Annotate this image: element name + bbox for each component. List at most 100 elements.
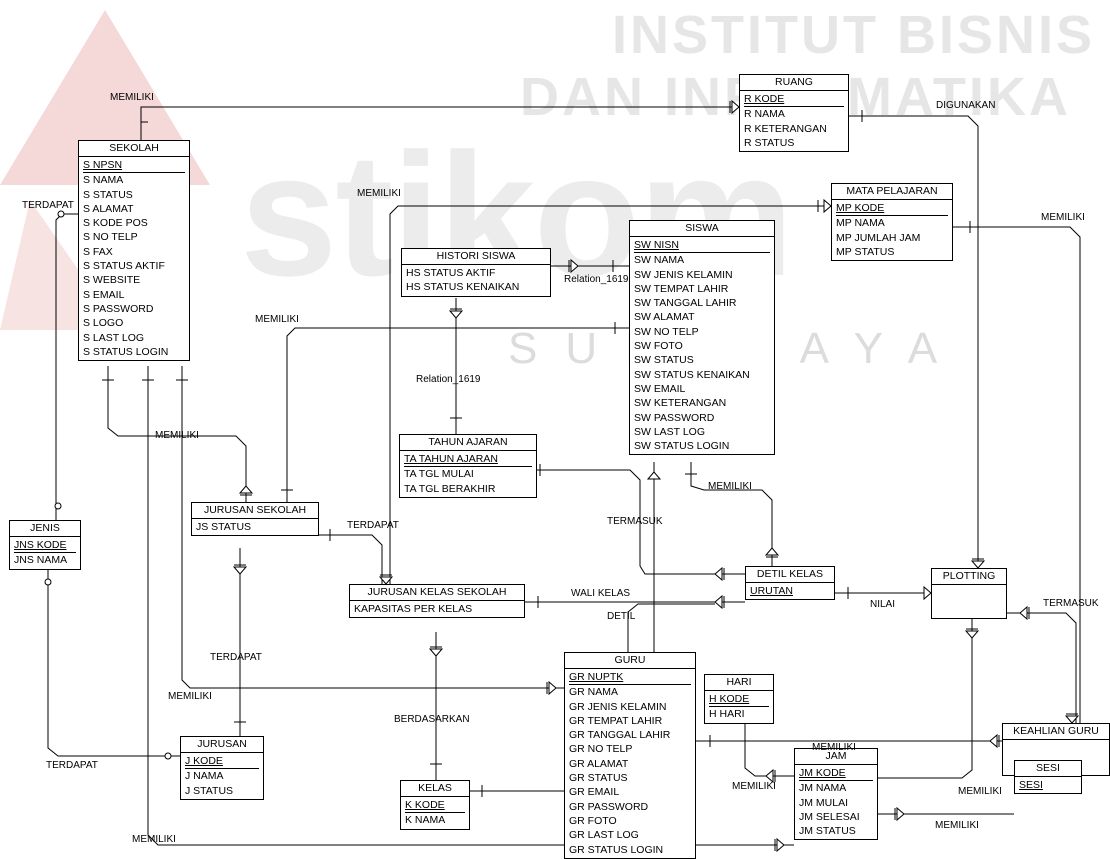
entity-plotting[interactable]: PLOTTING (931, 568, 1007, 619)
label-nilai: NILAI (870, 599, 896, 610)
attribute: R NAMA (744, 108, 785, 121)
cardinality-arrow (923, 585, 932, 601)
cardinality-arrow (764, 547, 780, 556)
attribute: SW STATUS (634, 354, 694, 367)
relationship-line (951, 226, 1081, 723)
attribute: GR STATUS (569, 772, 628, 785)
label-relation: Relation_1619 (416, 374, 481, 385)
label-termasuk: TERMASUK (1043, 598, 1099, 609)
optional-circle (44, 578, 52, 586)
entity-title: MATA PELAJARAN (832, 184, 952, 200)
attribute: J STATUS (185, 784, 234, 797)
attribute: MP NAMA (836, 217, 885, 230)
relationship-line (107, 366, 247, 502)
label-relation: Relation_1619 (564, 274, 629, 285)
label-terdapat: TERDAPAT (210, 652, 262, 663)
relationship-line (535, 469, 745, 575)
attribute: SW LAST LOG (634, 425, 705, 438)
cardinality-arrow (765, 768, 774, 784)
cardinality-arrow (1019, 605, 1028, 621)
label-digunakan: DIGUNAKAN (936, 100, 996, 111)
label-memiliki: MEMILIKI (812, 742, 856, 753)
attribute: JM STATUS (799, 825, 856, 838)
attribute: GR FOTO (569, 814, 617, 827)
attribute: SW EMAIL (634, 382, 686, 395)
relationship-line (140, 106, 739, 140)
label-memiliki: MEMILIKI (255, 314, 299, 325)
cardinality-arrow (776, 837, 785, 853)
attribute: GR NO TELP (569, 743, 633, 756)
cardinality-arrow (232, 566, 248, 575)
cardinality-arrow (731, 99, 740, 115)
label-berdasarkan: BERDASARKAN (394, 714, 470, 725)
attribute: SW ALAMAT (634, 311, 695, 324)
attribute: SW TANGGAL LAHIR (634, 297, 737, 310)
attribute: S STATUS (83, 188, 133, 201)
entity-title: JAM (795, 749, 877, 765)
primary-key-attribute: J KODE (185, 755, 223, 767)
entity-title: SISWA (630, 221, 774, 237)
attribute: S STATUS AKTIF (83, 260, 165, 273)
primary-key-attribute: S NPSN (83, 159, 123, 171)
attribute: TA TGL BERAKHIR (404, 482, 496, 495)
cardinality-arrow (570, 258, 579, 274)
relationship-line (876, 617, 973, 779)
attribute: GR TANGGAL LAHIR (569, 729, 671, 742)
attribute: GR JENIS KELAMIN (569, 700, 667, 713)
primary-key-attribute: JNS KODE (14, 539, 67, 551)
cardinality-arrow (896, 806, 905, 822)
attribute: SW NAMA (634, 254, 685, 267)
attribute: SW STATUS LOGIN (634, 440, 730, 453)
entity-title: SESI (1015, 761, 1081, 777)
optional-circle (57, 210, 65, 218)
attribute: SW FOTO (634, 340, 683, 353)
attribute: SW NO TELP (634, 325, 699, 338)
attribute: SW JENIS KELAMIN (634, 268, 733, 281)
entity-title: SEKOLAH (79, 141, 189, 157)
attribute: S EMAIL (83, 288, 125, 301)
attribute: JM MULAI (799, 796, 849, 809)
attribute: HS STATUS AKTIF (406, 267, 496, 279)
attribute: JM NAMA (799, 782, 847, 795)
attribute: GR NAMA (569, 686, 619, 699)
relationship-line (389, 205, 831, 584)
watermark-line1: INSTITUT BISNIS (612, 5, 1096, 65)
primary-key-attribute: H KODE (709, 693, 750, 705)
attribute: S PASSWORD (83, 302, 154, 315)
attribute: MP STATUS (836, 245, 895, 258)
attribute: SW KETERANGAN (634, 397, 727, 410)
entity-title: JENIS (10, 521, 80, 537)
cardinality-arrow (714, 566, 723, 582)
primary-key-attribute: MP KODE (836, 202, 885, 214)
label-detil: DETIL (607, 611, 636, 622)
attribute: R KETERANGAN (744, 122, 827, 135)
entity-title: KELAS (401, 781, 469, 797)
primary-key-attribute: K KODE (405, 799, 445, 811)
entity-title: RUANG (740, 75, 848, 91)
attribute: S LOGO (83, 317, 124, 330)
relationship-line (47, 570, 180, 757)
attribute: S WEBSITE (83, 274, 141, 287)
label-memiliki: MEMILIKI (1041, 212, 1085, 223)
attribute: S ALAMAT (83, 202, 134, 215)
cardinality-arrow (714, 594, 723, 610)
primary-key-attribute: JM KODE (799, 767, 846, 779)
attribute: S FAX (83, 245, 113, 258)
optional-circle (164, 752, 172, 760)
